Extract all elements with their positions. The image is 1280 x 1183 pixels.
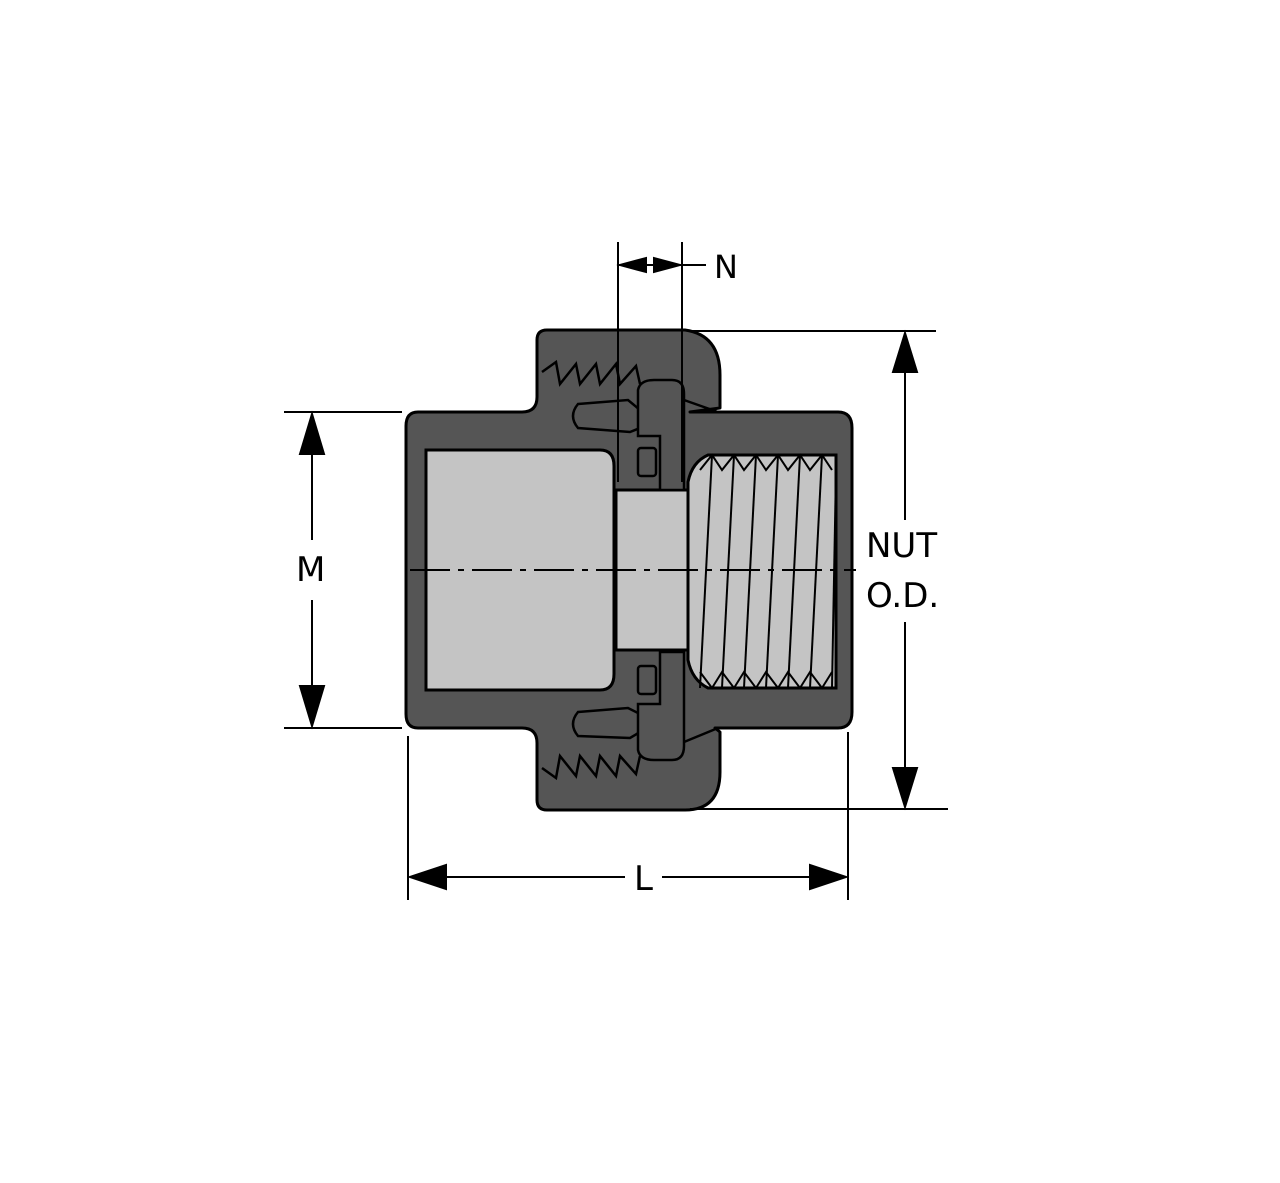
nut-thread-top — [541, 359, 642, 387]
nut-od-label-line2: O.D. — [866, 576, 939, 616]
thread-line — [831, 469, 837, 689]
dimension-m — [284, 410, 402, 730]
gasket-bottom — [571, 706, 642, 740]
nut-od-arrow-top — [891, 329, 919, 373]
l-arrow-left — [406, 863, 447, 891]
thread-line — [765, 454, 779, 689]
bore-section — [424, 448, 838, 692]
seal-edge-bottom — [683, 726, 719, 744]
nut-od-label-line1: NUT — [866, 526, 937, 566]
dimension-l — [406, 732, 850, 900]
thread-line — [809, 454, 823, 689]
l-arrow-right — [809, 863, 850, 891]
n-label: N — [714, 248, 738, 286]
gasket-top — [571, 398, 642, 434]
nut-od-arrow-bottom — [891, 767, 919, 811]
thread-line — [787, 454, 801, 689]
internal-threads — [699, 453, 837, 690]
thread-line — [721, 454, 735, 689]
thread-line — [743, 454, 757, 689]
nut-threads — [541, 359, 642, 781]
thread-line — [699, 454, 713, 689]
m-arrow-top — [298, 410, 326, 455]
thread-top-teeth — [699, 453, 833, 472]
flange-top — [636, 378, 686, 492]
flange-bottom — [636, 650, 686, 762]
n-arrow-right — [653, 256, 684, 274]
l-label: L — [634, 859, 653, 899]
oring-top — [636, 446, 658, 478]
seal-edge-top — [683, 398, 719, 414]
m-arrow-bottom — [298, 685, 326, 730]
dimension-n — [616, 242, 706, 482]
m-label: M — [296, 550, 325, 590]
n-arrow-left — [616, 256, 647, 274]
nut-thread-bottom — [541, 753, 642, 781]
seal-components — [571, 378, 719, 762]
oring-bottom — [636, 664, 658, 696]
dimension-nut-od — [690, 329, 948, 811]
